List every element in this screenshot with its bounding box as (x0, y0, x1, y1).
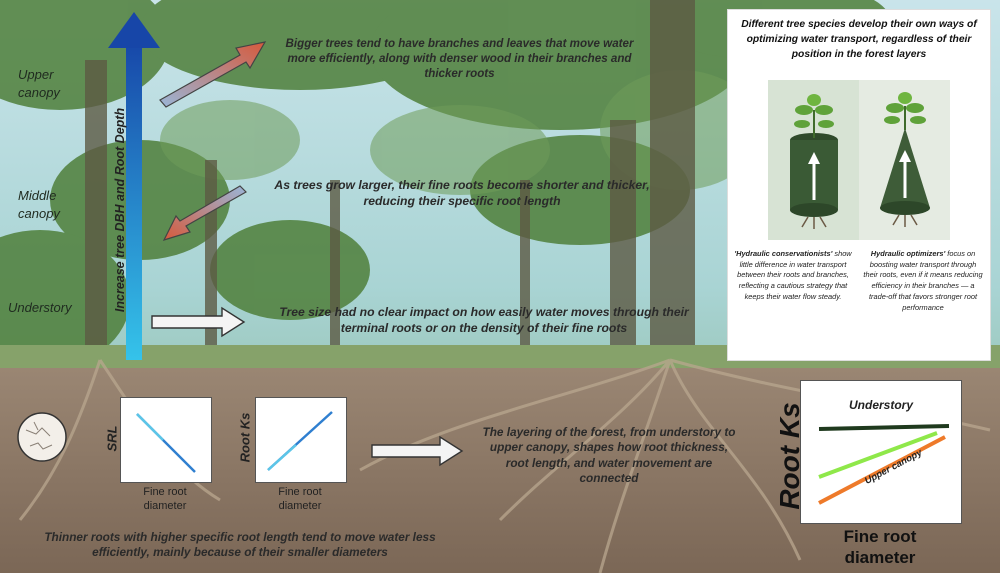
panel-title: Different tree species develop their own… (741, 19, 977, 60)
big-plot: Understory Upper canopy (800, 380, 962, 524)
conservationist-term: 'Hydraulic conservationists' (734, 249, 833, 258)
arrow-roots (371, 435, 464, 467)
srl-plot-xlabel: Fine root diameter (143, 486, 187, 513)
finding-bigger-trees: Bigger trees tend to have branches and l… (285, 37, 634, 81)
finding-thinner-roots: Thinner roots with higher specific root … (44, 530, 436, 560)
optimizer-cone-icon (880, 92, 930, 227)
axis-arrow-head (108, 12, 160, 48)
layer-understory: Understory (8, 300, 72, 315)
optimizer-text: focus on boosting water transport throug… (863, 249, 983, 312)
middle-canopy-line (818, 431, 938, 479)
conservationist-description: 'Hydraulic conservationists' show little… (734, 249, 852, 303)
srl-plot (120, 397, 212, 483)
upper-canopy-line (818, 435, 946, 505)
srl-plot-line (136, 413, 196, 473)
finding-no-impact: Tree size had no clear impact on how eas… (279, 305, 689, 335)
arrow-middle (162, 185, 247, 241)
arrow-upper (159, 41, 267, 108)
strategy-illustration (768, 80, 950, 240)
understory-line (818, 424, 950, 431)
finding-fine-roots: As trees grow larger, their fine roots b… (274, 178, 650, 208)
ks-plot-ylabel: Root Ks (237, 412, 253, 463)
axis-arrow-shaft (126, 38, 142, 360)
conservationist-text: show little difference in water transpor… (737, 249, 852, 301)
srl-plot-ylabel: SRL (104, 425, 120, 452)
axis-label: Increase tree DBH and Root Depth (113, 107, 127, 313)
layer-upper-canopy: Upper canopy (18, 67, 60, 100)
ks-plot (255, 397, 347, 483)
understory-line-label: Understory (849, 398, 914, 412)
optimizer-term: Hydraulic optimizers' (870, 249, 946, 258)
root-sample-icon (17, 412, 67, 462)
species-strategy-panel: Different tree species develop their own… (727, 9, 991, 361)
arrow-understory (151, 306, 246, 338)
ks-plot-xlabel: Fine root diameter (278, 486, 322, 513)
ks-plot-line (267, 411, 333, 471)
finding-layering: The layering of the forest, from underst… (482, 425, 736, 485)
layer-middle-canopy: Middle canopy (18, 188, 60, 221)
conservationist-cylinder-icon (790, 94, 838, 229)
big-plot-xlabel: Fine root diameter (843, 527, 917, 568)
optimizer-description: Hydraulic optimizers' focus on boosting … (862, 249, 984, 313)
